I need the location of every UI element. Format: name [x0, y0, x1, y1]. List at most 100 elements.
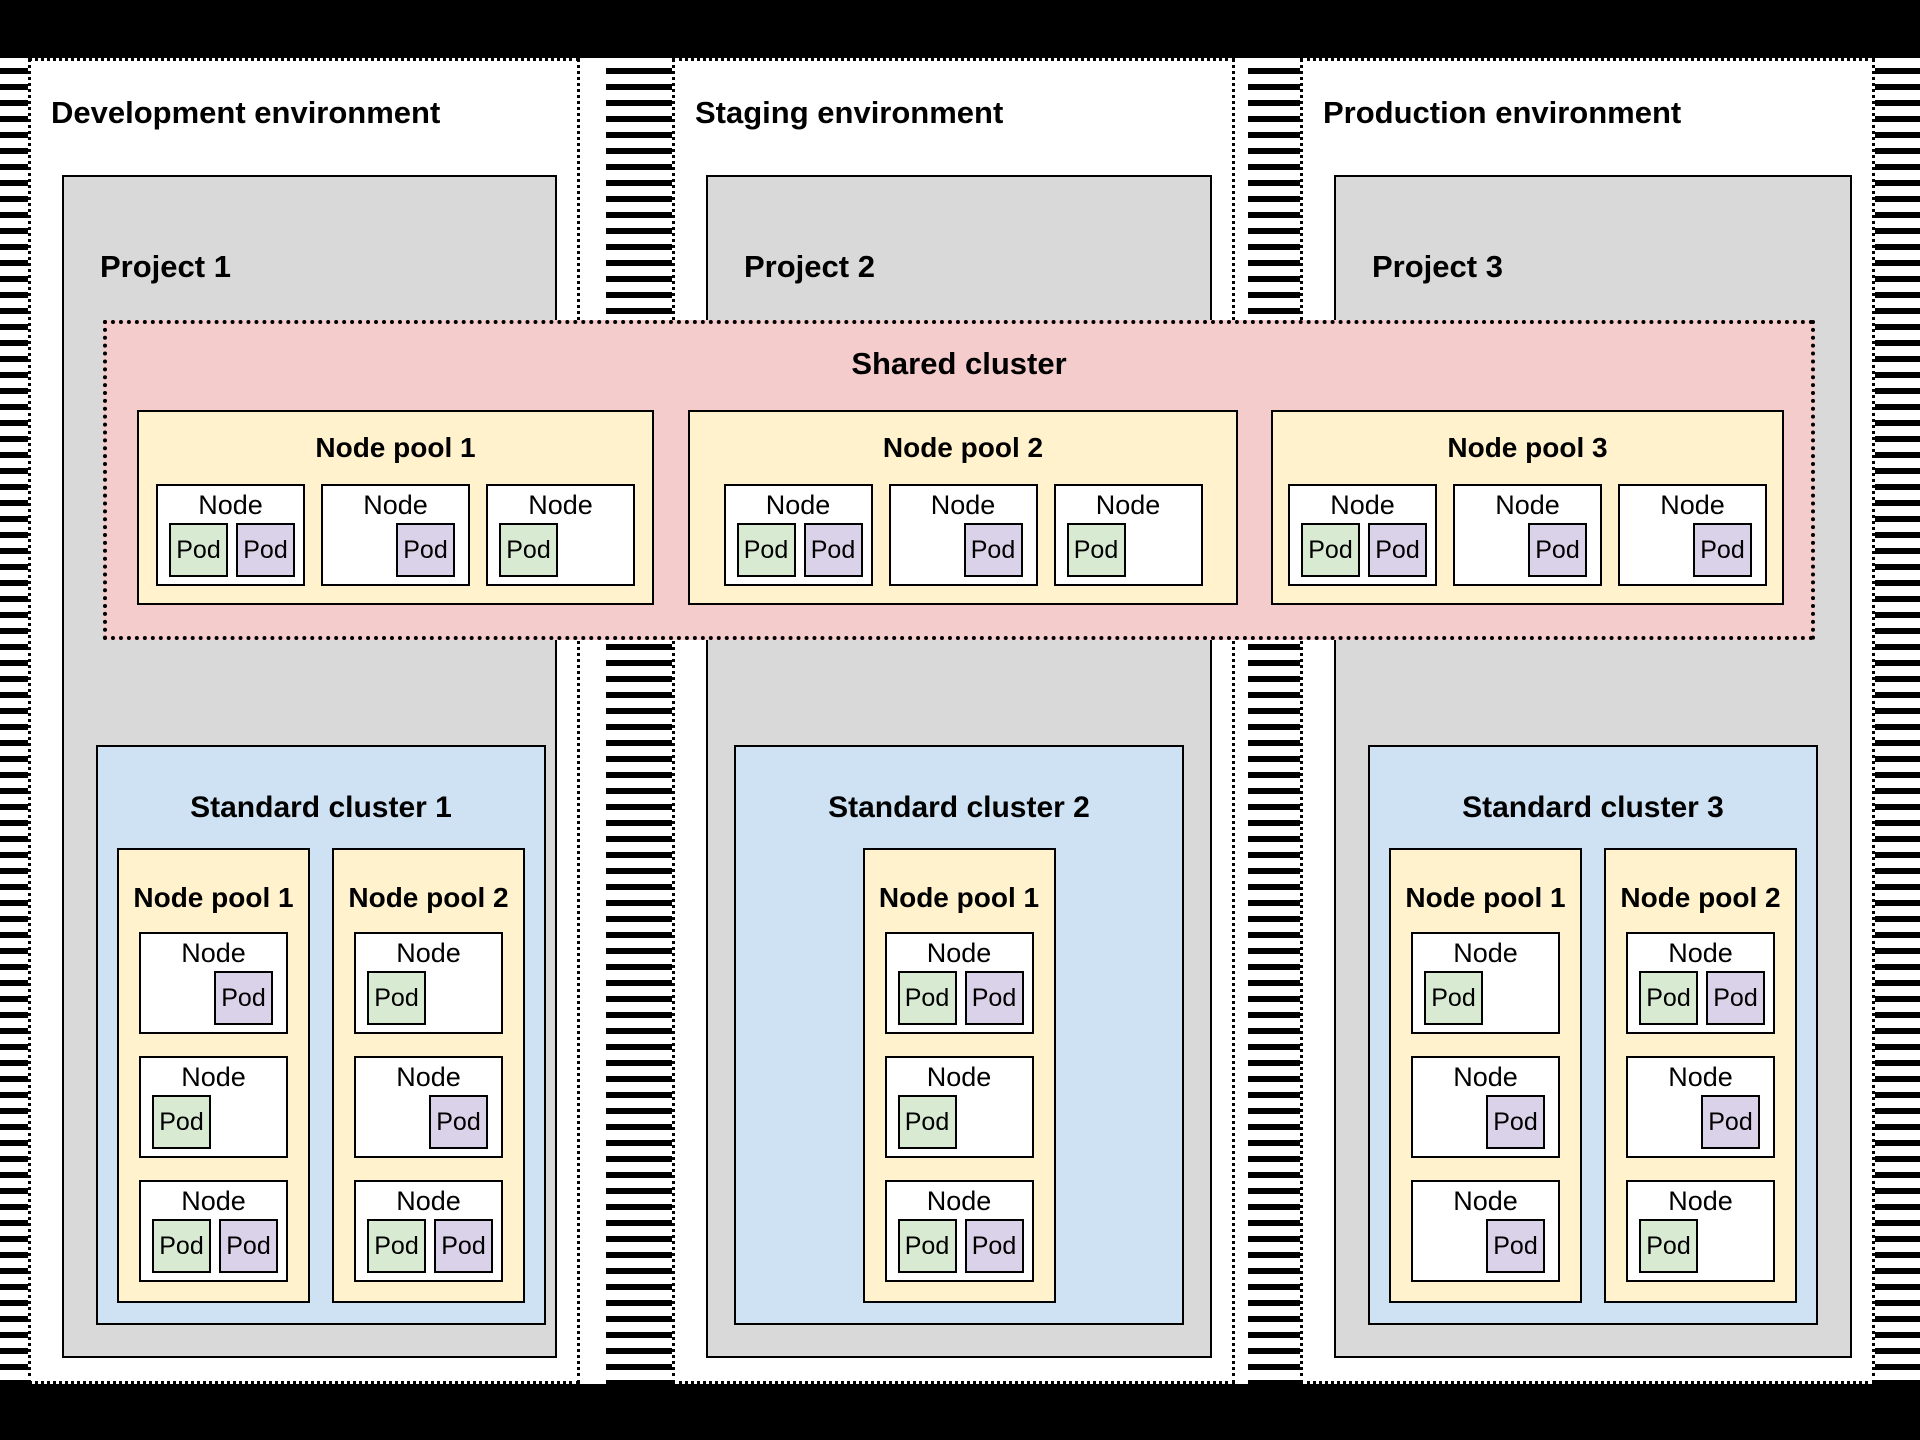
node-label: Node: [926, 1062, 992, 1092]
pods-row: Pod: [1413, 971, 1558, 1025]
pod-green: Pod: [736, 523, 796, 577]
pod-green: Pod: [1639, 971, 1698, 1025]
pod-purple: Pod: [963, 523, 1023, 577]
node-label: Node: [1668, 1186, 1733, 1216]
pod-purple: Pod: [1693, 523, 1752, 577]
pod-purple: Pod: [396, 523, 455, 577]
node-label: Node: [528, 490, 593, 520]
hatched-separator-dev-staging: [606, 58, 672, 1384]
node-label: Node: [363, 490, 428, 520]
node-label: Node: [926, 938, 992, 968]
pods-row: Pod: [1455, 523, 1600, 577]
pod-green: Pod: [152, 1219, 211, 1273]
node-pool-title: Node pool 2: [348, 882, 509, 913]
node-pool-title: Node pool 1: [1405, 882, 1566, 913]
pod-purple: Pod: [1368, 523, 1427, 577]
pod-purple: Pod: [236, 523, 295, 577]
pod-purple: Pod: [214, 971, 273, 1025]
node-label: Node: [1660, 490, 1725, 520]
node-pool-title: Node pool 2: [1620, 882, 1781, 913]
pods-row: Pod: [1413, 1219, 1558, 1273]
node-label: Node: [1668, 938, 1733, 968]
environment-title: Development environment: [51, 95, 441, 130]
pod-green: Pod: [1424, 971, 1483, 1025]
pod-purple: Pod: [964, 971, 1024, 1025]
pod-green: Pod: [367, 1219, 426, 1273]
project-title: Project 2: [744, 249, 875, 284]
shared-cluster-title: Shared cluster: [851, 346, 1067, 381]
node-label: Node: [1453, 1186, 1518, 1216]
pod-purple: Pod: [1486, 1095, 1545, 1149]
node-label: Node: [396, 1186, 461, 1216]
project-title: Project 1: [100, 249, 231, 284]
node-label: Node: [1495, 490, 1560, 520]
pods-row: Pod: [141, 971, 286, 1025]
pods-row: Pod: [1620, 523, 1765, 577]
node-label: Node: [1095, 490, 1161, 520]
pod-purple: Pod: [219, 1219, 278, 1273]
node-label: Node: [396, 1062, 461, 1092]
node-label: Node: [1453, 938, 1518, 968]
pod-green: Pod: [499, 523, 558, 577]
standard-cluster-title: Standard cluster 1: [190, 791, 452, 824]
pod-purple: Pod: [1528, 523, 1587, 577]
pods-row: Pod: [356, 971, 501, 1025]
hatched-separator-staging-prod: [1248, 58, 1300, 1384]
pod-green: Pod: [1066, 523, 1126, 577]
node-label: Node: [1668, 1062, 1733, 1092]
node-label: Node: [181, 1186, 246, 1216]
hatched-separator-left: [0, 58, 28, 1384]
node-label: Node: [765, 490, 831, 520]
pod-purple: Pod: [803, 523, 863, 577]
pod-green: Pod: [169, 523, 228, 577]
node-pool-title: Node pool 1: [133, 882, 294, 913]
node-label: Node: [926, 1186, 992, 1216]
pod-purple: Pod: [1701, 1095, 1760, 1149]
pods-row: Pod: [887, 1095, 1032, 1149]
pods-row: Pod: [1413, 1095, 1558, 1149]
pod-purple: Pod: [1706, 971, 1765, 1025]
node-label: Node: [198, 490, 263, 520]
pod-green: Pod: [152, 1095, 211, 1149]
pod-green: Pod: [897, 1095, 957, 1149]
environment-development: Development environment Project 1 Standa…: [28, 58, 580, 1384]
pods-row: Pod: [1628, 1219, 1773, 1273]
pod-purple: Pod: [429, 1095, 488, 1149]
node-pool-title: Node pool 2: [882, 432, 1044, 463]
node-label: Node: [930, 490, 996, 520]
